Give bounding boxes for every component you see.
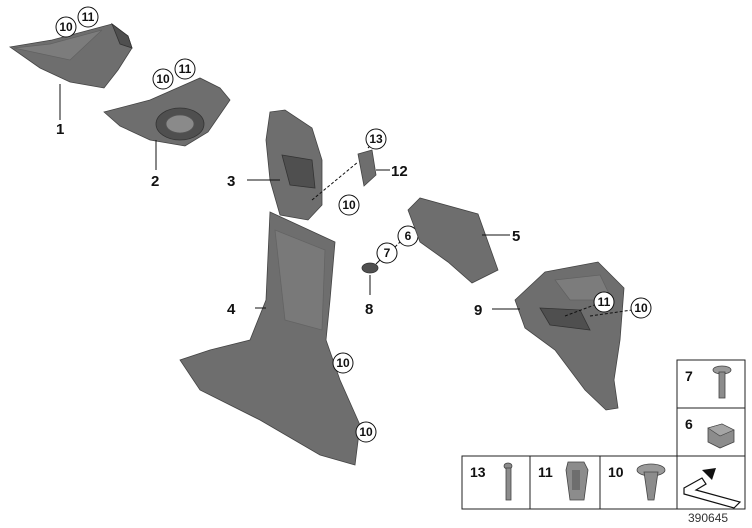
svg-text:10: 10: [156, 72, 170, 86]
callout-10-d: 10: [332, 352, 354, 374]
legend-box-arrow: [676, 455, 746, 510]
label-1: 1: [56, 121, 64, 138]
legend-box-10[interactable]: 10: [599, 455, 678, 510]
label-5: 5: [512, 228, 520, 245]
callout-10-e: 10: [355, 421, 377, 443]
label-4: 4: [227, 301, 236, 318]
legend-box-11[interactable]: 11: [529, 455, 601, 510]
svg-text:10: 10: [359, 425, 373, 439]
callout-10-c: 10: [338, 194, 360, 216]
label-9: 9: [474, 302, 482, 319]
label-2: 2: [151, 173, 159, 190]
callout-11-b: 11: [174, 58, 196, 80]
arrow-shape-icon: [683, 468, 742, 509]
label-12: 12: [391, 163, 408, 180]
svg-text:10: 10: [608, 464, 624, 480]
svg-text:10: 10: [634, 301, 648, 315]
callout-11-a: 11: [77, 6, 99, 28]
callout-6: 6: [397, 225, 419, 247]
svg-text:11: 11: [179, 62, 192, 76]
legend-box-7[interactable]: 7: [676, 359, 746, 409]
nut-icon: [707, 423, 735, 449]
callout-11-f: 11: [593, 291, 615, 313]
label-8: 8: [365, 301, 373, 318]
clip-icon: [565, 461, 589, 501]
callout-10-f: 10: [630, 297, 652, 319]
legend-box-13[interactable]: 13: [461, 455, 531, 510]
svg-text:10: 10: [336, 356, 350, 370]
callout-13: 13: [365, 128, 387, 150]
callout-10-a: 10: [55, 16, 77, 38]
label-3: 3: [227, 173, 235, 190]
part-4-trim[interactable]: [179, 211, 361, 466]
callout-7: 7: [376, 242, 398, 264]
svg-text:7: 7: [685, 368, 693, 384]
part-3-trim[interactable]: [265, 109, 323, 221]
part-5-trim[interactable]: [407, 197, 499, 284]
svg-text:10: 10: [59, 20, 73, 34]
part-2-trim[interactable]: [103, 77, 231, 147]
svg-text:11: 11: [538, 464, 553, 480]
svg-text:13: 13: [369, 132, 383, 146]
part-12-clip[interactable]: [357, 149, 377, 187]
part-1-trim[interactable]: [8, 22, 133, 89]
svg-text:10: 10: [342, 198, 356, 212]
svg-text:11: 11: [598, 295, 611, 309]
svg-text:11: 11: [82, 10, 95, 24]
svg-text:7: 7: [384, 246, 391, 260]
rivet-icon: [503, 462, 513, 501]
svg-text:6: 6: [405, 229, 412, 243]
legend-box-6[interactable]: 6: [676, 407, 746, 457]
push-clip-icon: [636, 463, 666, 501]
part-8-cap[interactable]: [361, 262, 379, 274]
screw-icon: [712, 365, 732, 399]
svg-text:13: 13: [470, 464, 486, 480]
reference-number: 390645: [688, 511, 728, 525]
svg-text:6: 6: [685, 416, 693, 432]
callout-10-b: 10: [152, 68, 174, 90]
part-9-trim[interactable]: [514, 261, 625, 411]
